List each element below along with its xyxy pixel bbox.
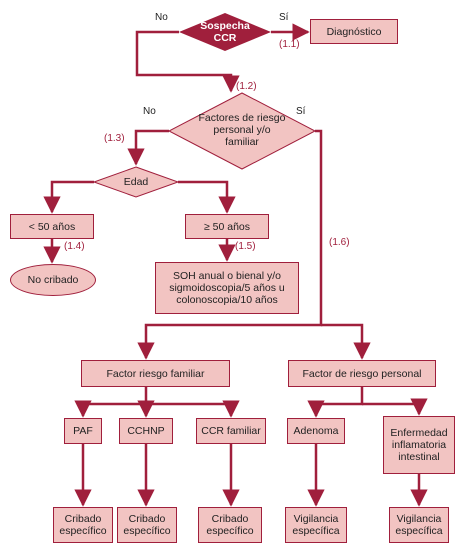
- label-no-factores: No: [143, 106, 156, 117]
- decision-edad: Edad: [123, 176, 149, 188]
- node-factor-familiar: Factor riesgo familiar: [81, 360, 230, 387]
- ref-1-3: (1.3): [104, 133, 125, 144]
- node-soh: SOH anual o bienal y/o sigmoidoscopia/5 …: [155, 262, 299, 314]
- ref-1-1: (1.1): [279, 39, 300, 50]
- decision-factores: Factores de riesgo personal y/o familiar: [198, 112, 286, 148]
- node-cchnp: CCHNP: [119, 418, 173, 444]
- decision-sospecha: Sospecha CCR: [200, 20, 250, 44]
- node-eii: Enfermedad inflamatoria intestinal: [383, 416, 455, 474]
- label-no-top: No: [155, 12, 168, 23]
- label-si-factores: Sí: [296, 106, 306, 117]
- connector-edad-mayor50: [178, 180, 236, 214]
- connector-edad-menor50: [43, 180, 94, 214]
- ref-1-4: (1.4): [64, 241, 85, 252]
- node-diagnostico: Diagnóstico: [310, 19, 398, 44]
- ref-1-2: (1.2): [236, 81, 257, 92]
- decision-edad-shape: [92, 166, 180, 198]
- connector-personal-adenoma: [307, 387, 364, 418]
- label-si-top: Sí: [279, 12, 289, 23]
- node-vigilancia-2: Vigilancia específica: [389, 507, 449, 543]
- connector-sospecha-factores: [135, 30, 240, 93]
- connector-familiar-ccrf: [146, 400, 240, 418]
- connector-factores-edad: [127, 129, 169, 166]
- connector-to-personal: [321, 323, 371, 360]
- decision-sospecha-shape: [179, 13, 271, 51]
- node-mayor50: ≥ 50 años: [185, 214, 269, 239]
- ref-1-6: (1.6): [329, 237, 350, 248]
- node-menor50: < 50 años: [10, 214, 94, 239]
- connector-familiar-paf: [74, 387, 148, 418]
- node-no-cribado: No cribado: [10, 264, 96, 296]
- node-cribado-1: Cribado específico: [53, 507, 113, 543]
- decision-factores-shape: [167, 92, 317, 170]
- node-ccr-familiar: CCR familiar: [196, 418, 266, 444]
- connector-personal-eii: [362, 398, 428, 416]
- node-factor-personal: Factor de riesgo personal: [288, 360, 436, 387]
- ref-1-5: (1.5): [235, 241, 256, 252]
- node-cribado-2: Cribado específico: [117, 507, 177, 543]
- node-vigilancia-1: Vigilancia específica: [285, 507, 347, 543]
- node-paf: PAF: [64, 418, 102, 444]
- node-adenoma: Adenoma: [287, 418, 345, 444]
- node-cribado-3: Cribado específico: [198, 507, 262, 543]
